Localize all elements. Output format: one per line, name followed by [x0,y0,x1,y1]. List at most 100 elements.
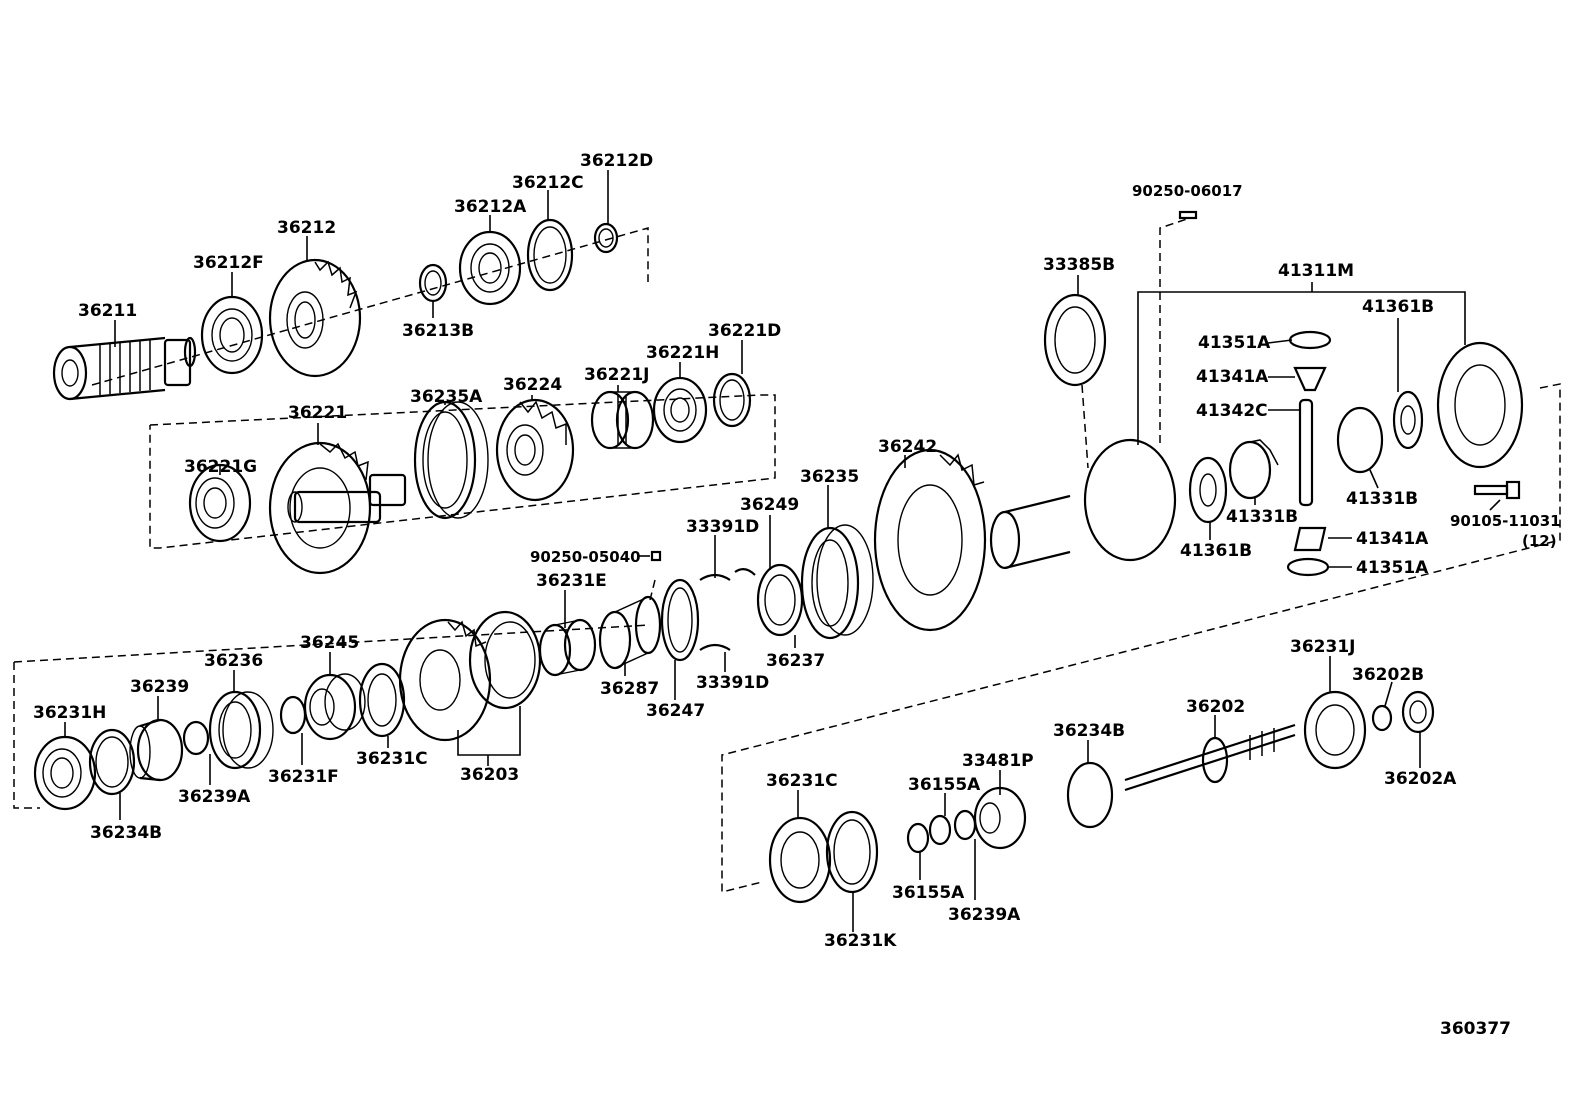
label-36221H: 36221H [646,343,719,363]
bolt-90105-11031 [1473,480,1521,500]
ring-36221D [712,372,752,428]
needle-bearing-36221J [590,390,655,450]
part-number-labels: 36211 36212F 36212 36213B 36212A 36212C … [33,151,1561,1039]
label-90250-06017: 90250-06017 [1132,182,1243,200]
label-36221G: 36221G [184,457,257,477]
label-36234B-right: 36234B [1053,721,1125,741]
label-33481P: 33481P [962,751,1034,771]
label-90105-11031: 90105-11031 [1450,512,1561,530]
needle-bearing-36231E [538,618,597,677]
bearing-36212A [458,230,522,306]
collar-36287 [598,595,662,670]
bearing-36231J [1303,690,1367,770]
ring-gear-36242 [873,448,987,632]
diff-case-left [989,438,1177,570]
pin-90250-05040 [650,550,662,562]
bearing-36231C-right [768,816,832,904]
label-36231H: 36231H [33,703,106,723]
ring-36247 [660,578,700,662]
snap-ring-36213B [418,263,448,303]
label-36203: 36203 [460,765,519,785]
gear-33481P [973,786,1027,850]
label-36231C-left: 36231C [356,749,428,769]
label-36237: 36237 [766,651,825,671]
label-36211: 36211 [78,301,137,321]
label-36239: 36239 [130,677,189,697]
label-36202: 36202 [1186,697,1245,717]
synchro-36237 [756,563,804,637]
label-36247: 36247 [646,701,705,721]
pinion-41351A-bot [1286,557,1330,577]
ball-36155A [906,814,952,854]
snap-ring-36239A-left [182,720,210,756]
label-41361B-bot: 41361B [1180,541,1252,561]
label-36235A: 36235A [410,387,483,407]
label-41331B-left: 41331B [1226,507,1298,527]
label-41341A-top: 41341A [1196,367,1269,387]
label-41331B-right: 41331B [1346,489,1418,509]
label-33391D-top: 33391D [686,517,759,537]
label-36231K: 36231K [824,931,897,951]
label-36287: 36287 [600,679,659,699]
shaft-36202 [1124,723,1296,792]
ring-36231C-left [358,662,406,738]
ring-36234B-right [1066,761,1114,829]
label-36231E: 36231E [536,571,607,591]
shaft-36211 [52,336,197,401]
label-41361B-top: 41361B [1362,297,1434,317]
pinion-41351A-top [1288,330,1332,350]
bearing-36231H [33,735,97,811]
bearing-36221H [652,376,708,444]
label-41342C: 41342C [1196,401,1268,421]
label-36231J: 36231J [1290,637,1355,657]
snap-ring-36212D [593,222,619,254]
ring-36212C [526,218,574,292]
shaft-41342C [1298,398,1314,507]
pinion-41341A-bot [1293,526,1327,552]
label-36235: 36235 [800,467,859,487]
label-33385B: 33385B [1043,255,1115,275]
label-90250-05040: 90250-05040 [530,548,641,566]
gear-41331B-left [1228,439,1279,500]
ring-gear-36235A [413,400,489,520]
label-36234B-left: 36234B [90,823,162,843]
label-36236: 36236 [204,651,263,671]
diff-case-right [1436,341,1524,469]
leader-lines [64,170,1501,932]
label-41311M: 41311M [1278,261,1354,281]
label-36224: 36224 [503,375,562,395]
label-36212A: 36212A [454,197,527,217]
label-41351A-top: 41351A [1198,333,1271,353]
diagram-code: 360377 [1440,1019,1511,1039]
synchro-36236 [208,690,274,770]
assembly-dashed-lines [13,217,1561,893]
gear-36212 [268,258,362,378]
label-36202B: 36202B [1352,665,1424,685]
sleeve-36235 [800,524,874,640]
pinion-41341A-top [1293,366,1327,392]
label-36221D: 36221D [708,321,781,341]
nut-36202A [1401,690,1435,734]
label-36221: 36221 [288,403,347,423]
label-36231C-right: 36231C [766,771,838,791]
label-36202A: 36202A [1384,769,1457,789]
label-36155A-bot: 36155A [892,883,965,903]
snap-ring-36202B [1371,704,1393,732]
label-qty-12: (12) [1522,532,1557,550]
ring-36234B-left [88,728,136,796]
oil-seal-33385B [1043,293,1107,387]
gear-41331B-right [1336,406,1384,474]
washer-41361B-right [1392,390,1424,450]
label-36155A-top: 36155A [908,775,981,795]
label-36245: 36245 [300,633,359,653]
key-33391D [699,568,756,651]
label-36242: 36242 [878,437,937,457]
label-36239A-right: 36239A [948,905,1021,925]
pin-90250-06017 [1178,210,1198,220]
label-36212D: 36212D [580,151,653,171]
label-41351A-bot: 41351A [1356,558,1429,578]
label-36249: 36249 [740,495,799,515]
bearing-36221G [188,463,252,543]
label-36213B: 36213B [402,321,474,341]
